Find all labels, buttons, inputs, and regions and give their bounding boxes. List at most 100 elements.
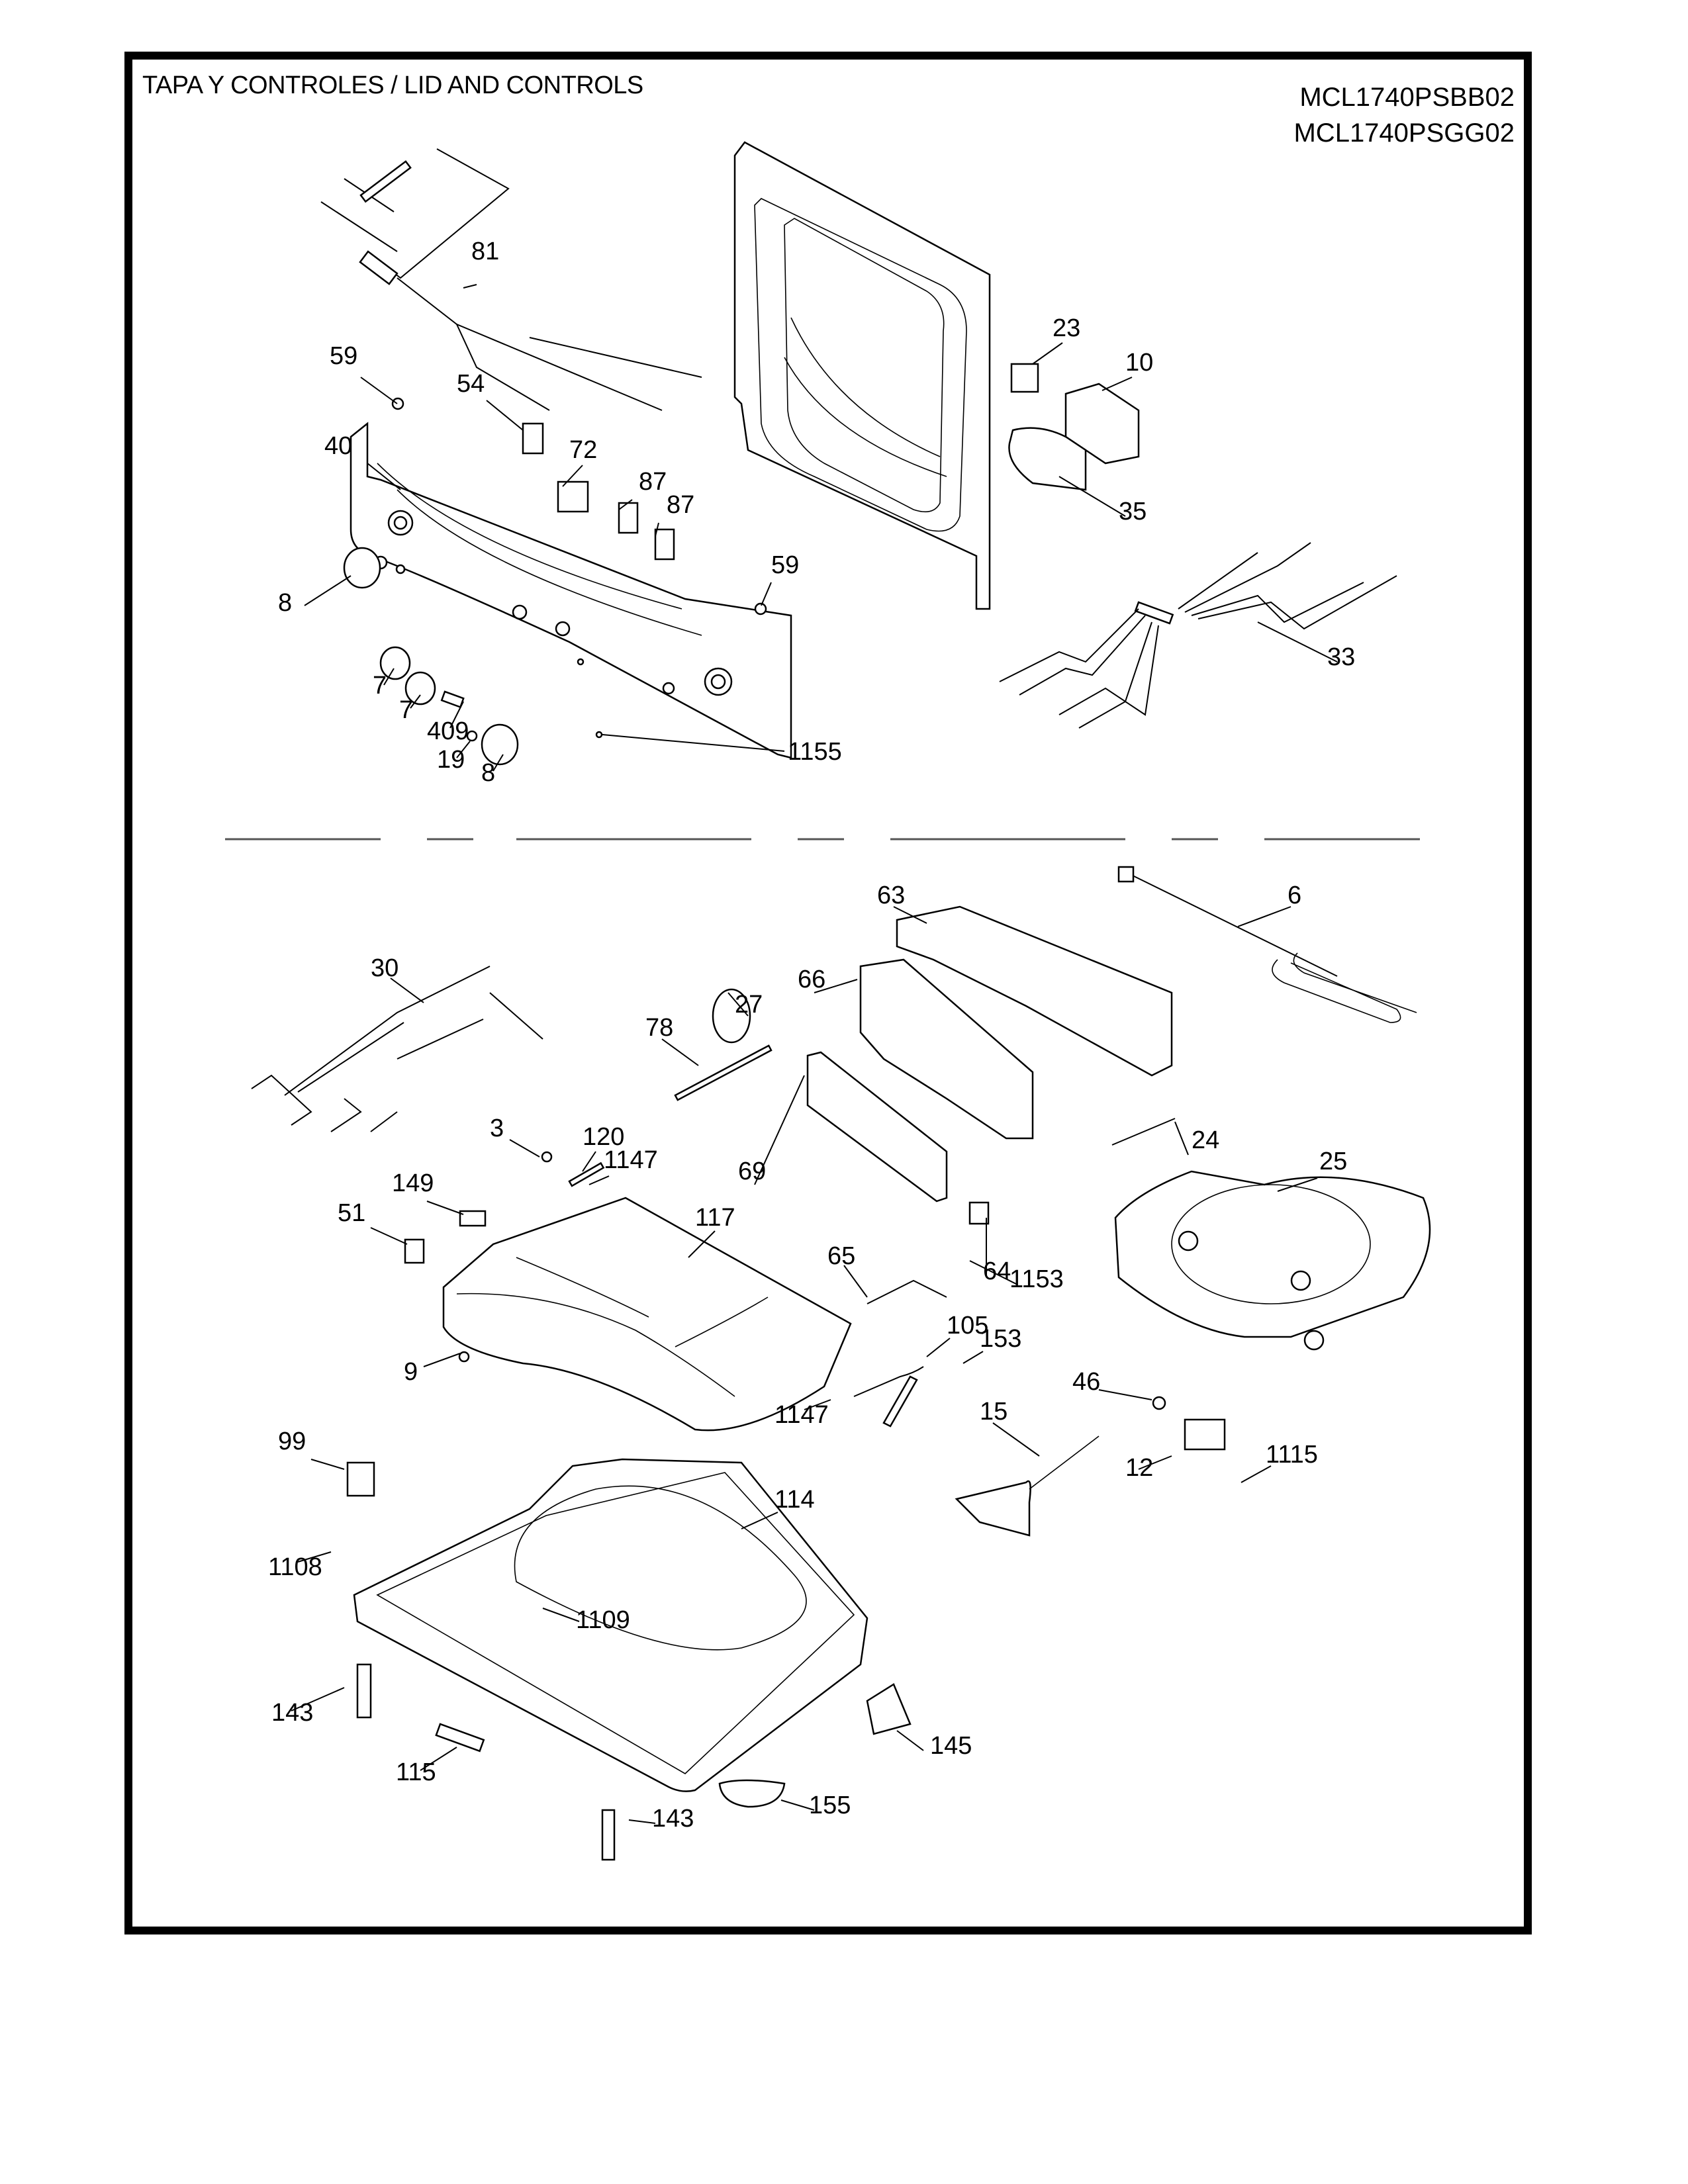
bleach-cap-155	[718, 1779, 786, 1808]
callout-screw-top: 1109	[576, 1606, 630, 1634]
callout-fill-hose: 15	[980, 1398, 1008, 1426]
leader-line-149	[426, 1201, 464, 1215]
leader-line-51	[370, 1227, 408, 1245]
callout-screw-capacitor: 1153	[1009, 1265, 1064, 1293]
leader-line-10	[1102, 377, 1133, 391]
leader-line-63	[893, 906, 927, 924]
hose-kit-25	[1114, 1170, 1431, 1338]
badge-409	[440, 690, 465, 709]
leader-line-6	[1237, 906, 1291, 927]
leader-line-15	[992, 1422, 1040, 1457]
callout-pressure-switch: 27	[735, 991, 763, 1019]
leader-line-1109	[542, 1608, 580, 1622]
callout-inlet-valve: 12	[1125, 1454, 1153, 1482]
callout-bracket-right: 145	[930, 1732, 972, 1760]
capacitor-64	[968, 1201, 990, 1225]
leader-line-409	[449, 701, 464, 729]
leader-line-59	[761, 582, 772, 606]
leader-line-120	[582, 1151, 596, 1172]
backsplash-panel	[733, 141, 991, 610]
selector-switch-87-b	[654, 528, 675, 561]
hinge-rod-120	[568, 1161, 605, 1187]
hinge-bracket-143-left	[356, 1663, 372, 1719]
trim-piece-115	[435, 1723, 485, 1752]
leader-line-1147	[588, 1175, 610, 1185]
screw-1155-b	[595, 731, 603, 739]
leader-line-87	[618, 499, 633, 510]
board-bracket-66	[859, 958, 1034, 1140]
leader-line-7	[383, 668, 395, 686]
callout-spring: 153	[980, 1325, 1021, 1353]
knob-7-b	[404, 671, 436, 705]
callout-plug-button-left: 59	[330, 342, 357, 370]
leader-line-69	[754, 1075, 805, 1185]
switch-54	[522, 422, 544, 455]
plug-button-59-right	[754, 602, 767, 615]
leader-line-9	[423, 1353, 461, 1367]
leader-line-3	[509, 1139, 540, 1158]
callout-bumper: 3	[490, 1115, 504, 1142]
power-cord-6	[1117, 866, 1417, 1023]
leader-line-99	[310, 1459, 345, 1470]
callout-connector-harness: 24	[1192, 1126, 1219, 1154]
fill-hose-tube	[1029, 1435, 1100, 1490]
leader-line-72	[562, 465, 583, 487]
callout-lid-switch-actuator: 51	[338, 1199, 365, 1227]
callout-screw-lower: 1147	[774, 1401, 829, 1429]
harness-65	[867, 1279, 947, 1304]
knob-7-a	[379, 646, 411, 680]
hinge-rod-105	[853, 1366, 924, 1397]
leader-line-30	[390, 978, 424, 1003]
wire-harness-81	[320, 148, 702, 411]
leader-line-81	[463, 284, 477, 289]
leader-line-8	[304, 575, 352, 606]
model-number-2: MCL1740PSGG02	[1293, 118, 1515, 148]
callout-clamp: 46	[1072, 1368, 1100, 1396]
bumper-3	[541, 1151, 553, 1163]
leader-line-105	[926, 1338, 951, 1357]
leader-line-24	[1174, 1121, 1189, 1156]
callout-knob-b: 7	[399, 696, 413, 724]
lid-lock-99	[346, 1461, 375, 1497]
leader-line-1147	[804, 1399, 831, 1410]
callout-lid-handle: 149	[392, 1169, 434, 1197]
callout-selector-switch-a: 87	[639, 468, 667, 496]
callout-control-board: 69	[738, 1158, 766, 1185]
callout-selector-switch-b: 87	[667, 491, 694, 519]
leader-line-145	[896, 1730, 924, 1751]
plug-button-59-left	[391, 397, 404, 410]
control-panel-40	[350, 422, 792, 759]
page-title: TAPA Y CONTROLES / LID AND CONTROLS	[142, 71, 643, 99]
leader-line-65	[843, 1265, 868, 1298]
callout-lid: 117	[695, 1204, 735, 1232]
leader-line-23	[1032, 342, 1063, 365]
callout-plug-button-right: 59	[771, 551, 799, 579]
leader-line-25	[1277, 1177, 1318, 1192]
callout-wire-harness-lower: 30	[371, 954, 399, 982]
leader-line-12	[1138, 1455, 1172, 1470]
callout-switch-small: 23	[1053, 314, 1080, 342]
leader-line-153	[962, 1351, 984, 1364]
callout-screw-valve: 1115	[1266, 1441, 1318, 1469]
top-cover-114	[353, 1458, 868, 1792]
callout-hinge-bracket-bottom: 143	[652, 1805, 694, 1833]
diagram-frame	[124, 52, 1532, 1934]
inlet-valve-12	[1184, 1418, 1226, 1451]
knob-8-left	[343, 547, 381, 589]
callout-power-cord: 6	[1288, 882, 1301, 909]
lid-bumper-9	[458, 1351, 470, 1363]
switch-block-72	[557, 480, 589, 513]
callout-badge: 409	[427, 717, 469, 745]
leader-line-1155	[602, 734, 785, 752]
callout-lid-bumper: 9	[404, 1358, 418, 1386]
leader-line-54	[486, 400, 524, 431]
leader-line-1108	[297, 1551, 332, 1563]
wire-harness-33	[999, 542, 1397, 729]
callout-hinge-rod: 120	[583, 1123, 624, 1151]
callout-button: 19	[437, 746, 465, 774]
leader-line-143	[291, 1687, 345, 1711]
callout-cable: 78	[645, 1014, 673, 1042]
leader-line-1115	[1241, 1465, 1272, 1483]
control-box-63	[896, 905, 1173, 1077]
callout-lid-lock: 99	[278, 1428, 306, 1455]
